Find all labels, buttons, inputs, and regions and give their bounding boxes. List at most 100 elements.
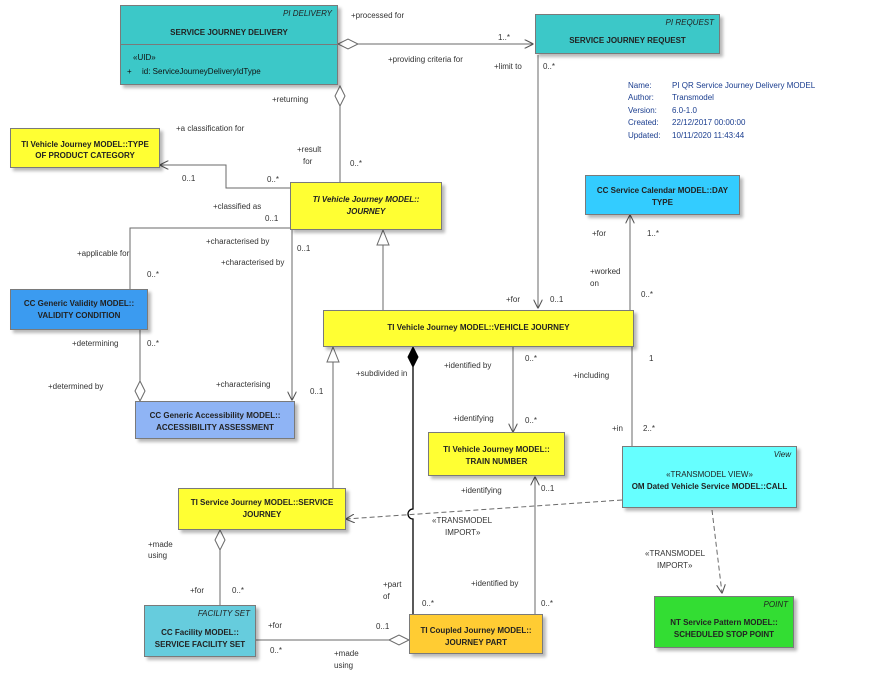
multiplicity: 0..* xyxy=(543,62,556,71)
multiplicity: 0..* xyxy=(641,290,654,299)
class-scheduled-stop-point[interactable]: POINT NT Service Pattern MODEL:: SCHEDUL… xyxy=(654,596,794,648)
multiplicity: 0..* xyxy=(541,599,554,608)
class-name-line2: OF PRODUCT CATEGORY xyxy=(35,151,135,160)
import-stereotype-2: IMPORT» xyxy=(657,561,693,570)
multiplicity: 0..1 xyxy=(182,174,196,183)
role-for: +for xyxy=(268,621,283,630)
meta-version-label: Version: xyxy=(628,105,657,115)
class-name-line1: CC Service Calendar MODEL::DAY xyxy=(596,186,729,195)
multiplicity: 0..* xyxy=(147,339,160,348)
meta-author-label: Author: xyxy=(628,93,654,103)
class-name: SERVICE JOURNEY REQUEST xyxy=(569,36,686,45)
class-name-line1: TI Vehicle Journey MODEL:: xyxy=(443,445,550,454)
class-dated-vehicle-service-call[interactable]: View «TRANSMODEL VIEW» OM Dated Vehicle … xyxy=(622,446,797,508)
multiplicity: 0..1 xyxy=(297,244,311,253)
gen-triangle-vj xyxy=(326,345,340,363)
role-characterised-by: +characterised by xyxy=(206,237,270,246)
class-name-line2: JOURNEY xyxy=(242,510,282,519)
class-name-line2: TYPE xyxy=(652,198,673,207)
diamond-returning xyxy=(334,84,346,108)
class-service-journey-delivery[interactable]: PI DELIVERY SERVICE JOURNEY DELIVERY «UI… xyxy=(120,5,338,85)
multiplicity: 0..1 xyxy=(310,387,324,396)
stereotype-facility-set: FACILITY SET xyxy=(197,609,250,618)
class-journey-part[interactable]: TI Coupled Journey MODEL:: JOURNEY PART xyxy=(409,614,543,654)
class-service-facility-set[interactable]: FACILITY SET CC Facility MODEL:: SERVICE… xyxy=(144,605,256,657)
role-identifying: +identifying xyxy=(461,486,502,495)
role-determining: +determining xyxy=(72,339,119,348)
multiplicity: 0..* xyxy=(267,175,280,184)
role-determined-by: +determined by xyxy=(48,382,104,391)
multiplicity: 0..* xyxy=(232,586,245,595)
multiplicity: 0..1 xyxy=(541,484,555,493)
gen-triangle-journey xyxy=(376,228,390,246)
import-call-stoppoint xyxy=(711,509,722,593)
stereotype-view: View xyxy=(773,450,791,459)
multiplicity: 0..* xyxy=(525,354,538,363)
class-name-line1: TI Coupled Journey MODEL:: xyxy=(420,626,532,635)
class-name-line2: TRAIN NUMBER xyxy=(465,457,528,466)
multiplicity: 1 xyxy=(649,354,654,363)
meta-version: 6.0-1.0 xyxy=(672,105,697,115)
multiplicity: 2..* xyxy=(643,424,656,433)
class-name-line1: CC Facility MODEL:: xyxy=(161,628,239,637)
assoc-journey-validity xyxy=(129,227,290,289)
stereotype-point: POINT xyxy=(763,600,788,609)
multiplicity: 0..* xyxy=(270,646,283,655)
role-applicable-for: +applicable for xyxy=(77,249,130,258)
meta-created: 22/12/2017 00:00:00 xyxy=(672,118,746,128)
role-classification-for: +a classification for xyxy=(176,124,245,133)
role-made-using: +made xyxy=(148,540,173,549)
multiplicity: 0..1 xyxy=(550,295,564,304)
role-classified-as: +classified as xyxy=(213,202,262,211)
role-identified-by: +identified by xyxy=(471,579,519,588)
role-made-using-2: using xyxy=(148,551,168,560)
class-name: TI Vehicle Journey MODEL::VEHICLE JOURNE… xyxy=(387,323,570,332)
class-name-line2: JOURNEY PART xyxy=(445,638,507,647)
multiplicity: 0..* xyxy=(350,159,363,168)
role-for: +for xyxy=(592,229,607,238)
assoc-vj-part xyxy=(407,367,414,614)
role-providing-criteria: +providing criteria for xyxy=(388,55,463,64)
class-name-line2: ACCESSIBILITY ASSESSMENT xyxy=(156,423,274,432)
import-call-servicejourney xyxy=(346,499,623,519)
assoc-journey-category xyxy=(160,165,290,189)
multiplicity: 0..1 xyxy=(376,622,390,631)
diamond-accessibility xyxy=(134,379,146,403)
stereotype-pi-request: PI REQUEST xyxy=(665,18,714,27)
meta-created-label: Created: xyxy=(628,118,659,128)
class-service-journey[interactable]: TI Service Journey MODEL::SERVICE JOURNE… xyxy=(178,488,346,530)
role-part-of-2: of xyxy=(383,592,390,601)
class-accessibility-assessment[interactable]: CC Generic Accessibility MODEL:: ACCESSI… xyxy=(135,401,295,439)
role-including: +including xyxy=(573,371,610,380)
role-worked-on-2: on xyxy=(590,279,599,288)
class-name-line2: VALIDITY CONDITION xyxy=(37,311,121,320)
diamond-delivery xyxy=(336,38,360,50)
composition-vj-part xyxy=(407,345,419,369)
class-type-of-product-category[interactable]: TI Vehicle Journey MODEL::TYPE OF PRODUC… xyxy=(10,128,160,168)
class-day-type[interactable]: CC Service Calendar MODEL::DAY TYPE xyxy=(585,175,740,215)
class-train-number[interactable]: TI Vehicle Journey MODEL:: TRAIN NUMBER xyxy=(428,432,565,476)
class-name-line1: TI Vehicle Journey MODEL:: xyxy=(312,195,420,204)
multiplicity: 0..* xyxy=(147,270,160,279)
role-returning: +returning xyxy=(272,95,309,104)
multiplicity: 0..1 xyxy=(265,214,279,223)
class-name-line1: TI Vehicle Journey MODEL::TYPE xyxy=(21,140,149,149)
class-service-journey-request[interactable]: PI REQUEST SERVICE JOURNEY REQUEST xyxy=(535,14,720,54)
class-name-line1: CC Generic Accessibility MODEL:: xyxy=(149,411,281,420)
class-journey[interactable]: TI Vehicle Journey MODEL:: JOURNEY xyxy=(290,182,442,230)
diagram-metadata: Name:PI QR Service Journey Delivery MODE… xyxy=(628,80,815,142)
import-stereotype-2: IMPORT» xyxy=(445,528,481,537)
class-name-line1: NT Service Pattern MODEL:: xyxy=(670,618,778,627)
diamond-servicejourney xyxy=(214,528,226,552)
role-identified-by: +identified by xyxy=(444,361,492,370)
class-validity-condition[interactable]: CC Generic Validity MODEL:: VALIDITY CON… xyxy=(10,289,148,330)
meta-author: Transmodel xyxy=(672,93,714,103)
role-worked-on: +worked xyxy=(590,267,621,276)
import-stereotype: «TRANSMODEL xyxy=(645,549,706,558)
multiplicity: 0..* xyxy=(422,599,435,608)
role-processed-for: +processed for xyxy=(351,11,405,20)
stereotype-pi-delivery: PI DELIVERY xyxy=(282,9,332,18)
class-vehicle-journey[interactable]: TI Vehicle Journey MODEL::VEHICLE JOURNE… xyxy=(323,310,634,347)
